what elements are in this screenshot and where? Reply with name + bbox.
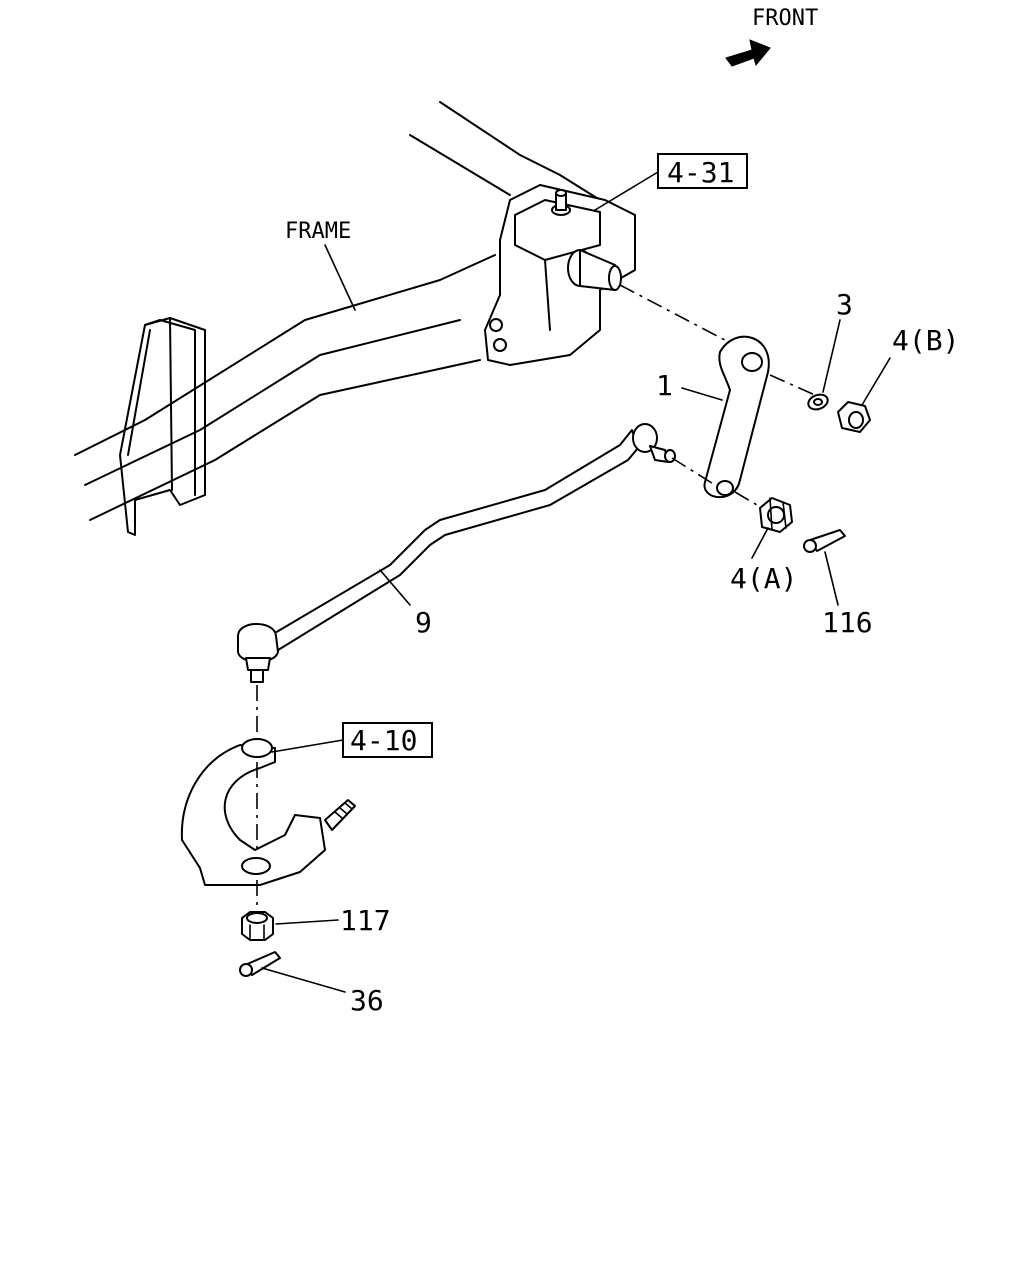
frame: FRAME	[74, 101, 601, 536]
ref-4-10-label: 4-10	[350, 724, 417, 757]
frame-label: FRAME	[285, 219, 351, 244]
castle-nut-117: 117	[241, 904, 391, 941]
front-indicator: FRONT	[725, 6, 818, 67]
callout-36: 36	[350, 984, 384, 1017]
callout-4-10[interactable]: 4-10	[271, 722, 433, 758]
nut-b: 4(B)	[837, 324, 959, 433]
callout-117: 117	[340, 904, 391, 937]
washer: 3	[807, 288, 853, 411]
ref-4-31-label: 4-31	[667, 156, 734, 189]
ref-box-4-31	[657, 153, 748, 189]
callout-9: 9	[415, 606, 432, 639]
callout-1: 1	[656, 369, 673, 402]
front-label: FRONT	[752, 6, 818, 31]
front-arrow-icon	[725, 39, 771, 67]
pitman-arm: 1	[656, 335, 816, 509]
knuckle-arm	[180, 738, 356, 912]
cotter-pin-116: 116	[803, 529, 873, 639]
cotter-pin-36: 36	[239, 951, 384, 1017]
callout-116: 116	[822, 606, 873, 639]
drag-link: 9	[237, 423, 716, 742]
callout-4-31[interactable]: 4-31	[594, 153, 748, 211]
steering-gear-box	[484, 184, 741, 366]
callout-4a: 4(A)	[730, 562, 797, 595]
callout-3: 3	[836, 288, 853, 321]
castle-nut-a: 4(A)	[730, 497, 797, 595]
callout-4b: 4(B)	[892, 324, 959, 357]
